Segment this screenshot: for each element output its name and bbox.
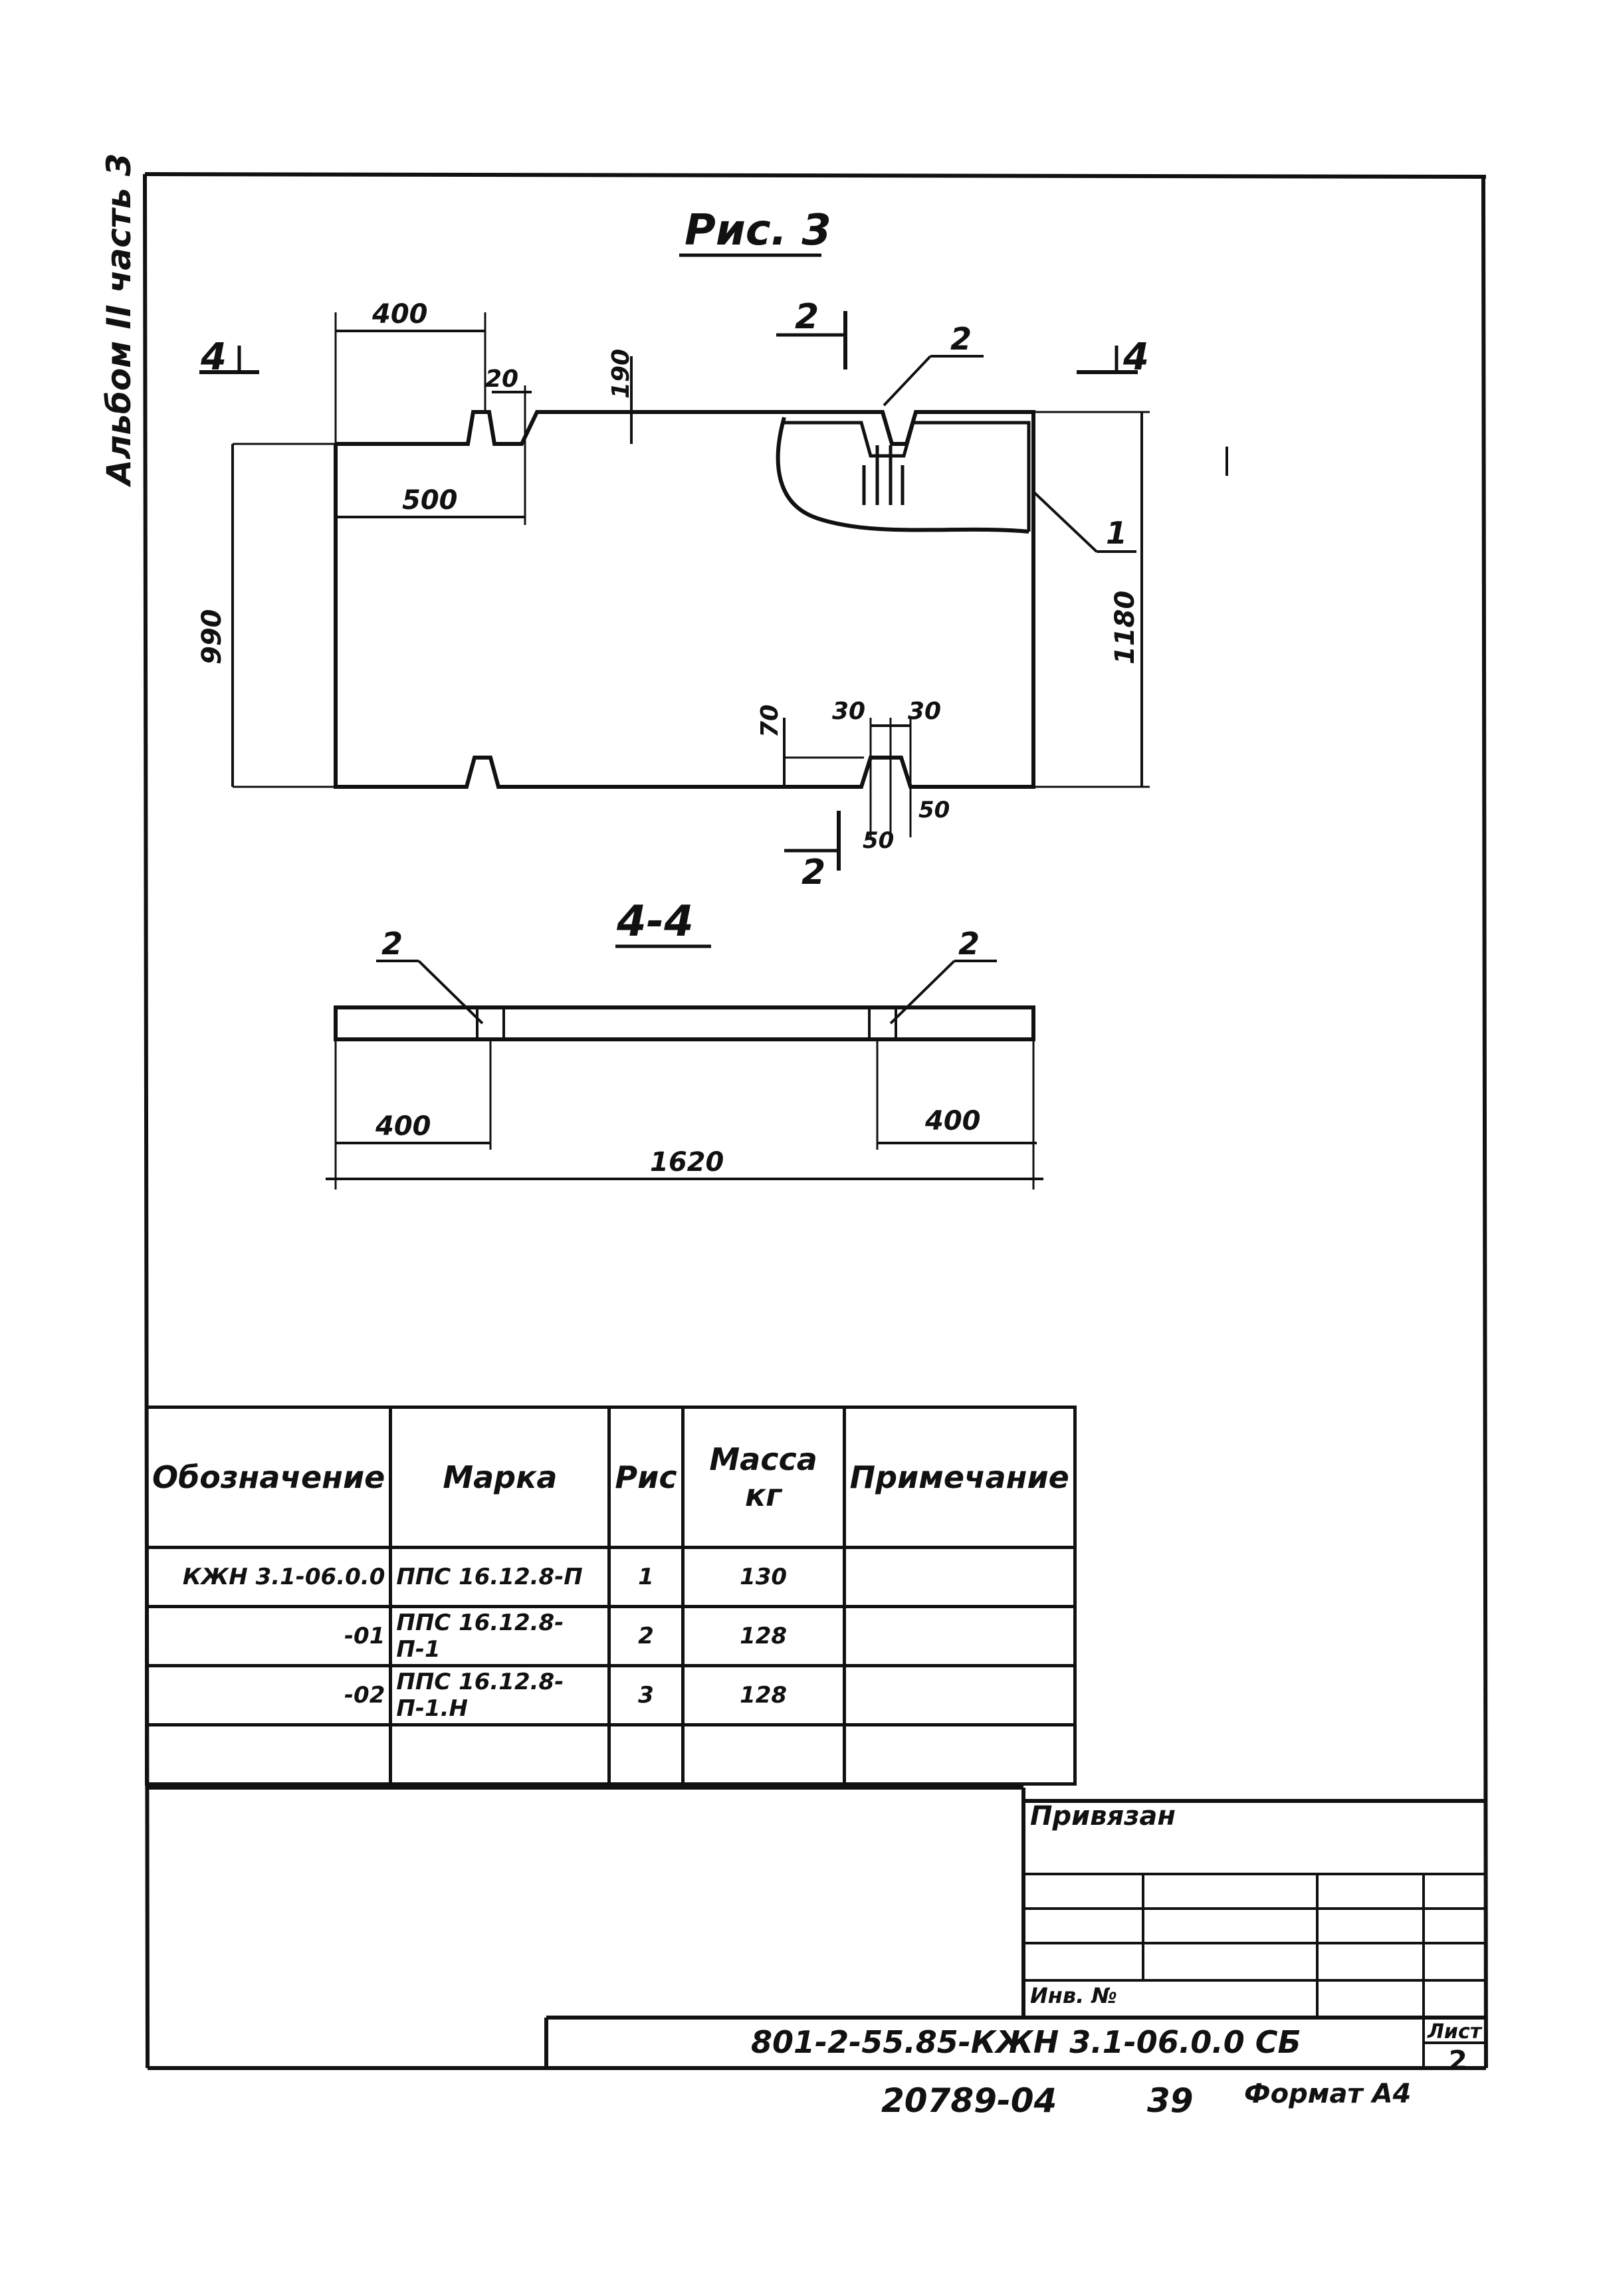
section-view: [326, 960, 1043, 1190]
page-number: 39: [1147, 2081, 1194, 2120]
header-note: Примечание: [842, 1406, 1077, 1549]
plan-view: [199, 311, 1228, 871]
table-row: [144, 1723, 1077, 1786]
figure-title: Рис. 3: [685, 206, 831, 255]
header-mark: Марка: [389, 1406, 611, 1549]
cell-designation: -01: [144, 1605, 393, 1667]
plan-inner-reinforcement: [784, 421, 1031, 532]
cell-mass: [681, 1723, 846, 1786]
table-row: -02 ППС 16.12.8-П-1.Н 3 128: [144, 1664, 1077, 1726]
section-labels: 2 2 400 400 1620: [375, 926, 981, 1178]
header-mass: Масса кг: [681, 1406, 846, 1549]
cell-figure: [607, 1723, 685, 1786]
cell-mark: [389, 1723, 611, 1786]
sheet-number: 2: [1449, 2045, 1467, 2076]
cell-mass: 128: [681, 1605, 846, 1667]
table-row: КЖН 3.1-06.0.0 ППС 16.12.8-П 1 130: [144, 1546, 1077, 1608]
plan-loop-top: [862, 445, 905, 505]
position-2-section-left: 2: [381, 926, 403, 962]
cell-designation: [144, 1723, 393, 1786]
dim-400-top: 400: [372, 299, 428, 330]
cell-figure: 2: [607, 1605, 685, 1667]
privyazan-label: Привязан: [1030, 1801, 1176, 1831]
table-row: -01 ППС 16.12.8-П-1 2 128: [144, 1605, 1077, 1667]
cell-note: [842, 1664, 1077, 1726]
plan-broken-section: [776, 417, 1029, 534]
spec-header-row: Обозначение Марка Рис Масса кг Примечани…: [144, 1406, 1077, 1549]
dim-400-section-right: 400: [924, 1106, 981, 1136]
dim-190: 190: [607, 349, 635, 399]
dim-1180: 1180: [1110, 591, 1140, 665]
dim-50-a: 50: [918, 797, 950, 823]
plan-dimension-labels: 400 20 190 500 990 1180 70 30 30 50 50: [197, 299, 1140, 854]
cell-figure: 1: [607, 1546, 685, 1608]
dim-50-b: 50: [863, 827, 894, 854]
cell-mass: 130: [681, 1546, 846, 1608]
position-2-plan-label: 2: [950, 321, 972, 357]
cell-designation: -02: [144, 1664, 393, 1726]
cell-mark: ППС 16.12.8-П: [389, 1546, 611, 1608]
archive-number: 20789-04: [881, 2081, 1057, 2120]
cell-figure: 3: [607, 1664, 685, 1726]
section-title: 4-4: [616, 897, 694, 946]
cut-2-bottom-label: 2: [801, 853, 825, 892]
cell-mark: ППС 16.12.8-П-1: [389, 1605, 611, 1667]
header-figure: Рис: [607, 1406, 685, 1549]
inventory-number-label: Инв. №: [1030, 1983, 1117, 2008]
dim-400-section-left: 400: [375, 1111, 431, 1142]
side-label: Альбом II часть 3: [100, 153, 138, 488]
plan-outline: [334, 410, 1035, 789]
dim-30-b: 30: [908, 698, 941, 725]
position-2-section-right: 2: [958, 926, 980, 962]
specification-table: Обозначение Марка Рис Масса кг Примечани…: [144, 1406, 1077, 1786]
cell-note: [842, 1605, 1077, 1667]
document-code: 801-2-55.85-КЖН 3.1-06.0.0 СБ: [751, 2024, 1301, 2060]
cut-4-right-label: 4: [1122, 336, 1149, 379]
cut-4-left-label: 4: [200, 336, 227, 379]
section-loop-right: [868, 1006, 897, 1041]
dim-20: 20: [485, 365, 518, 393]
dim-1620: 1620: [650, 1147, 724, 1178]
cell-note: [842, 1723, 1077, 1786]
cut-2-top-label: 2: [795, 297, 819, 337]
position-1-plan-label: 1: [1106, 515, 1127, 551]
dim-70: 70: [756, 704, 784, 738]
cell-designation: КЖН 3.1-06.0.0: [144, 1546, 393, 1608]
format-label: Формат А4: [1244, 2079, 1412, 2109]
section-slab: [334, 1005, 1035, 1041]
cell-mark: ППС 16.12.8-П-1.Н: [389, 1664, 611, 1726]
dim-990: 990: [197, 609, 227, 665]
header-designation: Обозначение: [144, 1406, 393, 1549]
cell-note: [842, 1546, 1077, 1608]
sheet-label: Лист: [1428, 2020, 1482, 2043]
title-block-lines: [148, 1786, 1486, 2068]
dim-30-a: 30: [832, 698, 865, 725]
plan-markers: 4 4 2 2 2 1: [200, 297, 1149, 892]
dim-500: 500: [402, 485, 458, 516]
cell-mass: 128: [681, 1664, 846, 1726]
